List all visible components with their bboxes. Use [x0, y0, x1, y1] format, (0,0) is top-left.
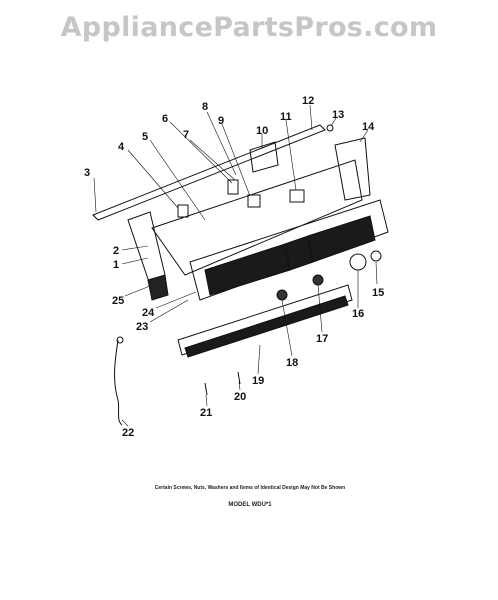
- screw-21: [204, 382, 208, 396]
- knob-insert: [370, 250, 382, 262]
- switch-4: [177, 204, 189, 218]
- spring-20: [237, 371, 241, 385]
- lower-trim-dark-strip: [184, 295, 349, 358]
- selector-knob-18: [276, 289, 288, 301]
- callout-22: 22: [122, 427, 134, 439]
- callout-11: 11: [280, 111, 292, 123]
- callout-13: 13: [332, 109, 344, 121]
- watermark-text: AppliancePartsPros.com: [60, 12, 438, 43]
- wire-harness: [114, 339, 123, 426]
- timer-knob: [349, 253, 367, 271]
- selector-knob-17: [312, 274, 324, 286]
- callout-25: 25: [112, 295, 124, 307]
- left-end-cap: [147, 274, 169, 301]
- callout-17: 17: [316, 333, 328, 345]
- console-dark-window-right: [307, 215, 376, 263]
- callout-20: 20: [234, 391, 246, 403]
- callout-8: 8: [202, 101, 208, 113]
- footnote-text: Certain Screws, Nuts, Washers and Items …: [154, 485, 346, 491]
- callout-23: 23: [136, 321, 148, 333]
- switch-6: [227, 179, 239, 195]
- callout-1: 1: [113, 259, 119, 271]
- callout-24: 24: [142, 307, 155, 319]
- harness-connector: [116, 336, 124, 344]
- callout-9: 9: [218, 115, 224, 127]
- callout-4: 4: [118, 141, 125, 153]
- top-rail: [92, 124, 326, 221]
- callout-3: 3: [84, 167, 90, 179]
- control-panel-housing: [151, 159, 363, 276]
- callout-14: 14: [362, 121, 375, 133]
- lower-trim-panel: [177, 284, 353, 356]
- callout-2: 2: [113, 245, 119, 257]
- motor-11: [289, 189, 305, 203]
- callout-10: 10: [256, 125, 268, 137]
- console-dark-window-left: [204, 243, 291, 296]
- clip-13: [326, 124, 334, 132]
- callout-6: 6: [162, 113, 168, 125]
- console-front-panel: [189, 199, 389, 301]
- relay-10: [249, 141, 279, 173]
- callout-19: 19: [252, 375, 264, 387]
- right-mounting-bracket: [334, 137, 371, 201]
- callout-21: 21: [200, 407, 212, 419]
- model-label: MODEL WDU*1: [228, 502, 272, 508]
- callout-18: 18: [286, 357, 298, 369]
- switch-9: [247, 194, 261, 208]
- callout-5: 5: [142, 131, 148, 143]
- callout-7: 7: [183, 129, 189, 141]
- callout-15: 15: [372, 287, 384, 299]
- callout-12: 12: [302, 95, 314, 107]
- callout-16: 16: [352, 308, 364, 320]
